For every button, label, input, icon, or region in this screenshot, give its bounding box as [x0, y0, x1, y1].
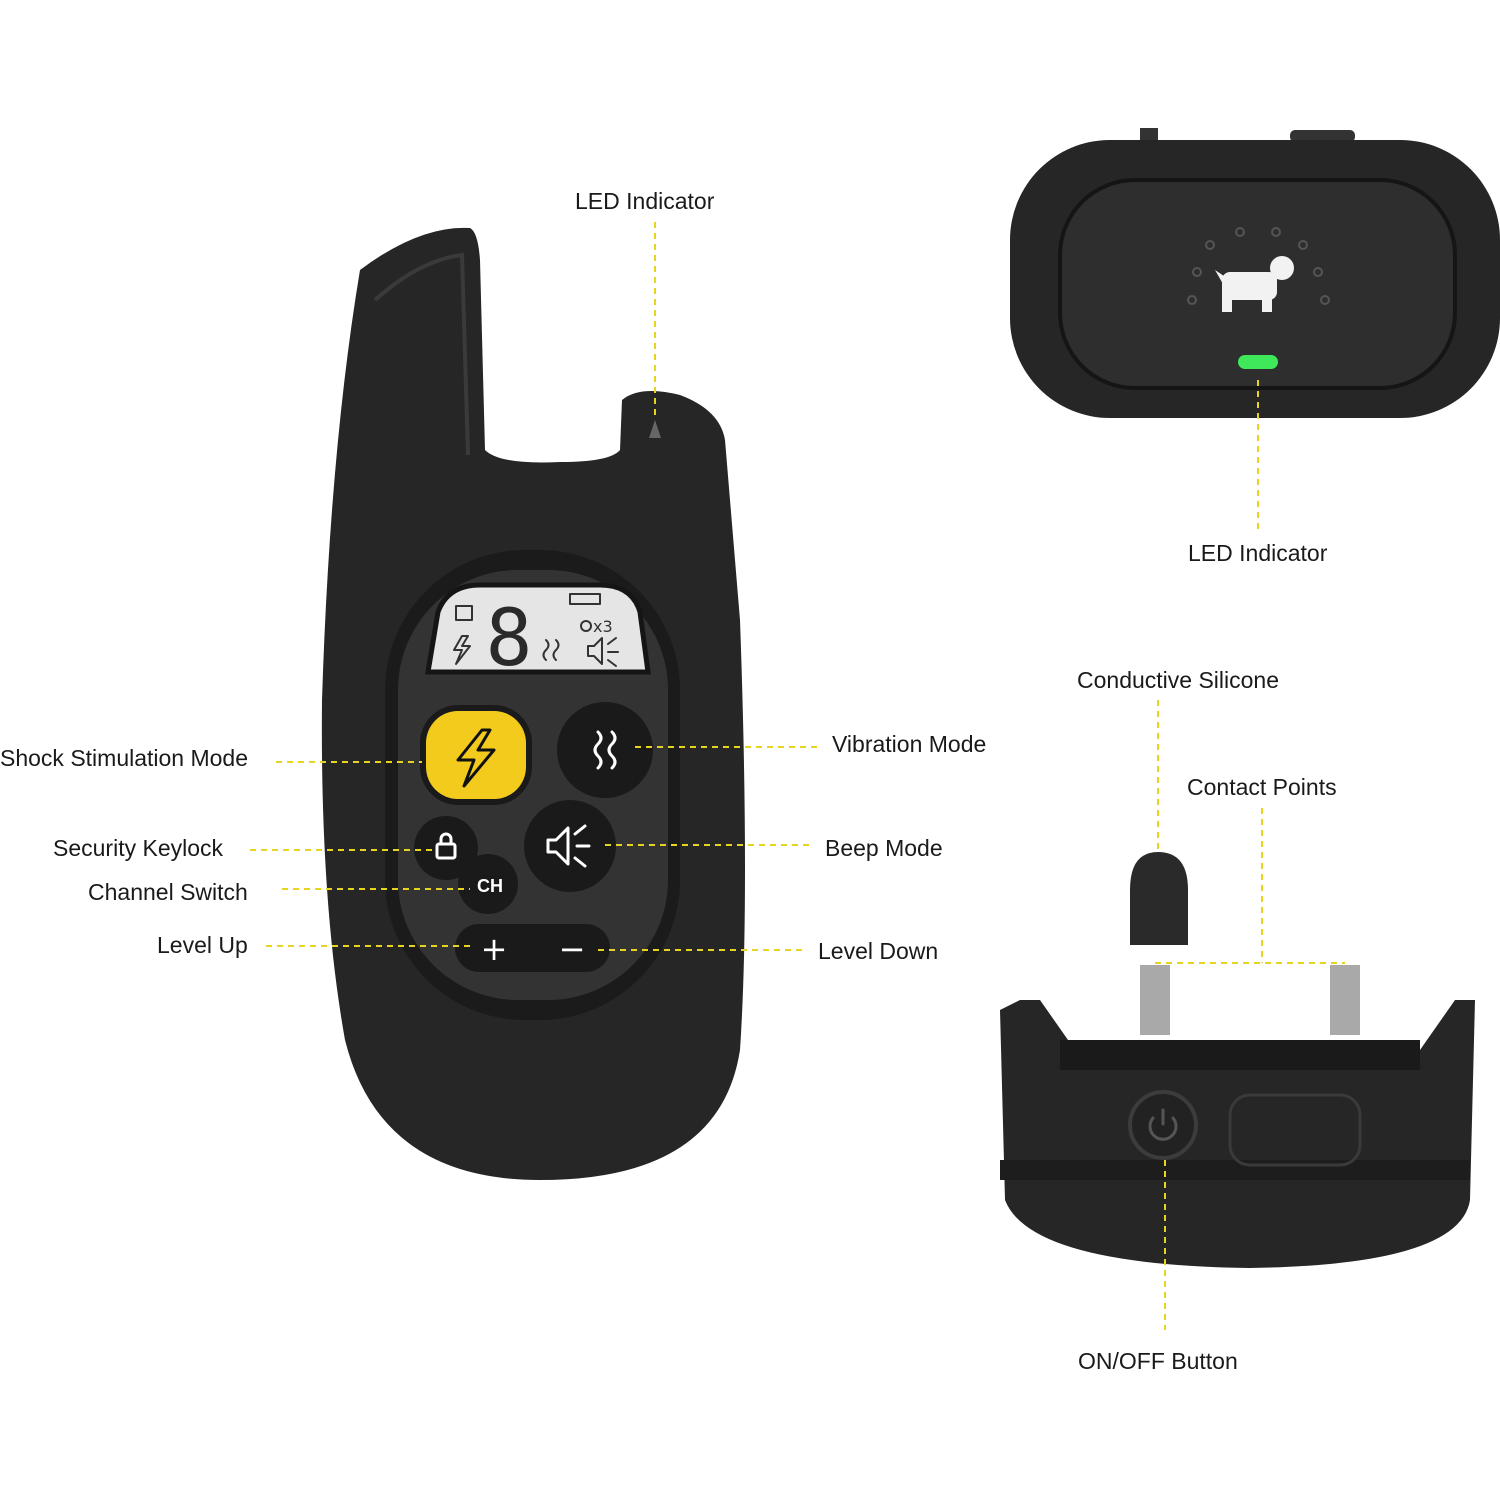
vibration-button[interactable] [557, 702, 653, 798]
lcd-shock-icon [453, 635, 471, 665]
lcd-multiplier: x3 [593, 617, 613, 636]
level-down-button[interactable]: − [559, 930, 586, 968]
beep-button[interactable] [524, 800, 616, 892]
label-channel-switch: Channel Switch [88, 879, 248, 905]
label-contact-points: Contact Points [1187, 774, 1337, 800]
label-remote-led: LED Indicator [575, 188, 715, 214]
label-shock-mode: Shock Stimulation Mode [0, 745, 248, 771]
contact-point-left [1140, 965, 1170, 1035]
lightning-icon [456, 728, 496, 788]
collar-receiver-top [1010, 128, 1500, 418]
label-security-keylock: Security Keylock [53, 835, 224, 861]
contact-point-right [1330, 965, 1360, 1035]
label-vibration-mode: Vibration Mode [832, 731, 986, 757]
lcd-vibration-icon [542, 639, 560, 661]
power-icon [1148, 1108, 1178, 1141]
leader-lines [250, 222, 1345, 1330]
collar-led [1238, 355, 1278, 369]
label-conductive-silicone: Conductive Silicone [1077, 667, 1279, 693]
remote-led [649, 420, 661, 438]
keylock-button[interactable] [414, 816, 478, 880]
remote-transmitter: 8 x3 CH + − [321, 227, 745, 1180]
lcd-dog-icon [580, 620, 592, 632]
channel-button[interactable] [458, 854, 518, 914]
lcd-speaker-icon [587, 637, 619, 667]
lock-icon [435, 842, 457, 860]
level-up-button[interactable]: + [481, 930, 508, 968]
vibration-icon [593, 730, 617, 770]
label-on-off-button: ON/OFF Button [1078, 1348, 1238, 1374]
conductive-silicone-cap [1130, 852, 1188, 945]
channel-label: CH [477, 876, 503, 896]
shock-button[interactable] [426, 711, 526, 799]
lcd-lock-icon [455, 605, 473, 621]
label-level-up: Level Up [157, 932, 248, 958]
lcd-battery-icon [569, 593, 601, 605]
lcd-screen: 8 x3 [425, 582, 651, 684]
lcd-digit: 8 [486, 594, 533, 684]
dog-logo-icon [1215, 256, 1294, 312]
label-level-down: Level Down [818, 938, 938, 964]
label-beep-mode: Beep Mode [825, 835, 943, 861]
speaker-icon [546, 824, 591, 868]
label-collar-led: LED Indicator [1188, 540, 1328, 566]
collar-receiver-front [1000, 852, 1475, 1268]
